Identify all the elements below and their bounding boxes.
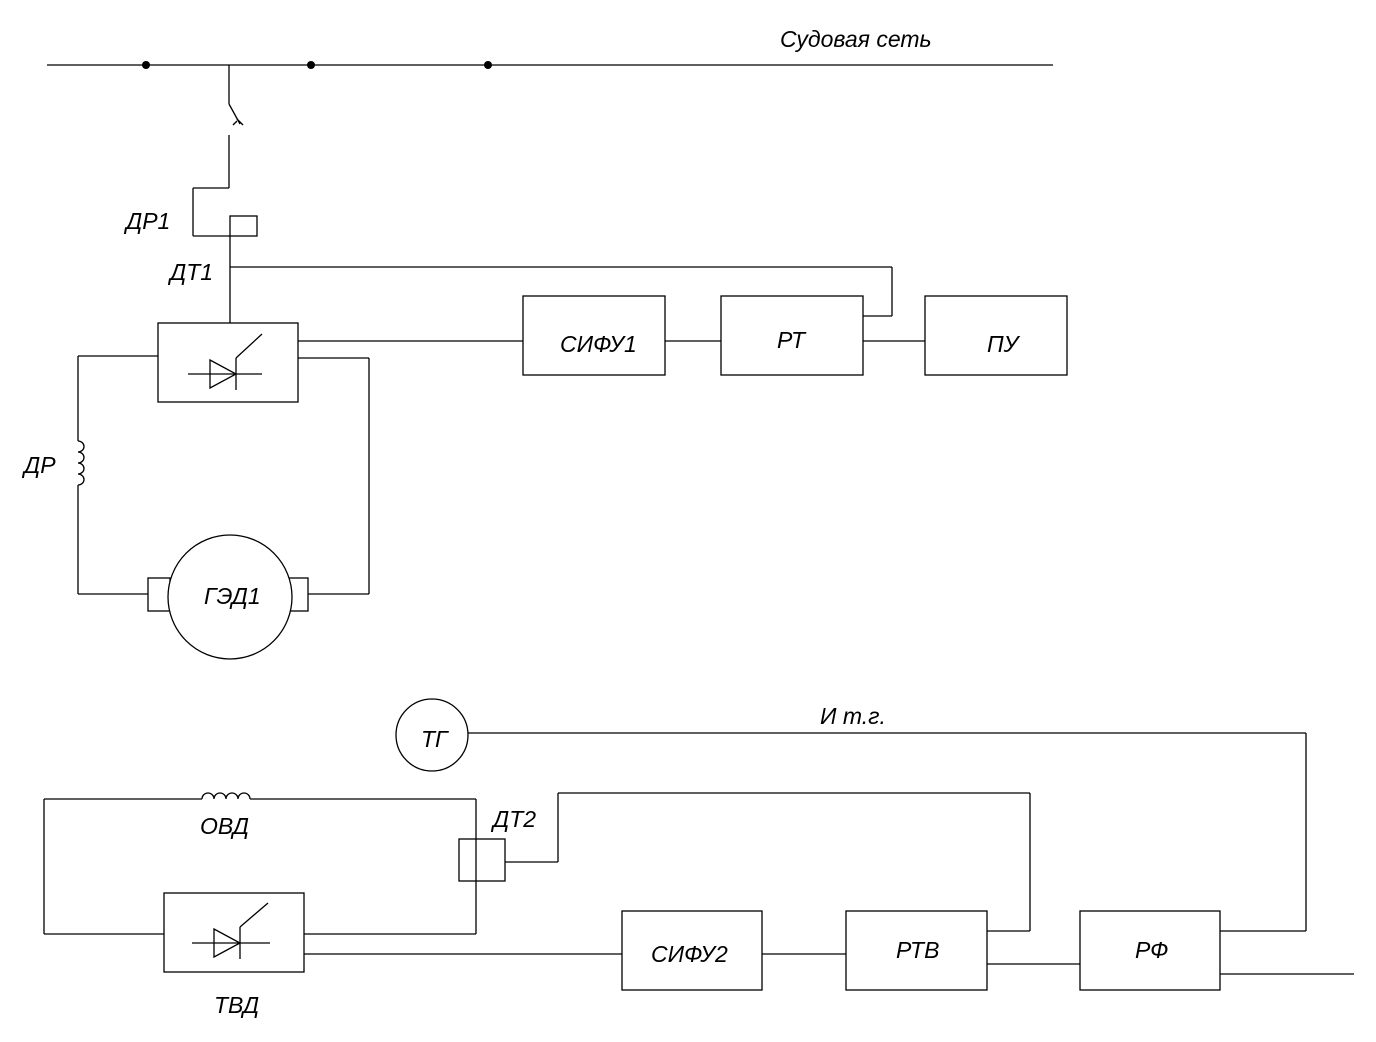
- rt-label: РТ: [777, 327, 807, 353]
- rtv-label: РТВ: [896, 937, 939, 963]
- thyristor-converter-1[interactable]: [157, 322, 299, 403]
- rtv-block[interactable]: [845, 910, 988, 991]
- ged1-label: ГЭД1: [204, 583, 261, 609]
- motor-loop-right: [298, 357, 370, 595]
- dr1-label: ДР1: [123, 208, 170, 234]
- tg-label: ТГ: [421, 726, 449, 752]
- tg-feedback-wire: [468, 732, 1307, 932]
- motor-loop-left: [77, 355, 158, 595]
- rt-block[interactable]: [720, 295, 864, 376]
- sifu2-block[interactable]: [621, 910, 763, 991]
- current-sensor-dt1[interactable]: [229, 215, 258, 237]
- rf-label: РФ: [1135, 937, 1168, 963]
- motor-ged1[interactable]: [147, 534, 309, 660]
- tachogenerator-tg[interactable]: [395, 698, 469, 772]
- ship-network-label: Судовая сеть: [780, 26, 932, 52]
- ovd-label: ОВД: [200, 813, 249, 839]
- rf-block[interactable]: [1079, 910, 1221, 991]
- tvd-label: ТВД: [214, 992, 259, 1018]
- dt1-label: ДТ1: [167, 259, 213, 285]
- thyristor-converter-tvd[interactable]: [163, 892, 305, 973]
- dt1-feedback-wire: [229, 236, 893, 323]
- dt2-label: ДТ2: [490, 806, 536, 832]
- current-sensor-dt2[interactable]: [458, 838, 506, 882]
- pu-label: ПУ: [987, 331, 1021, 357]
- i-tg-label: И т.г.: [820, 703, 886, 729]
- reactor-dr1: [192, 187, 230, 237]
- sifu2-label: СИФУ2: [651, 941, 728, 967]
- sifu1-label: СИФУ1: [560, 331, 637, 357]
- circuit-breaker[interactable]: [228, 65, 244, 188]
- ship-network-bus: [47, 61, 1053, 69]
- sifu1-block[interactable]: [522, 295, 666, 376]
- pu-block[interactable]: [924, 295, 1068, 376]
- dr-label: ДР: [21, 452, 56, 478]
- dt2-feedback-wire: [505, 792, 1031, 932]
